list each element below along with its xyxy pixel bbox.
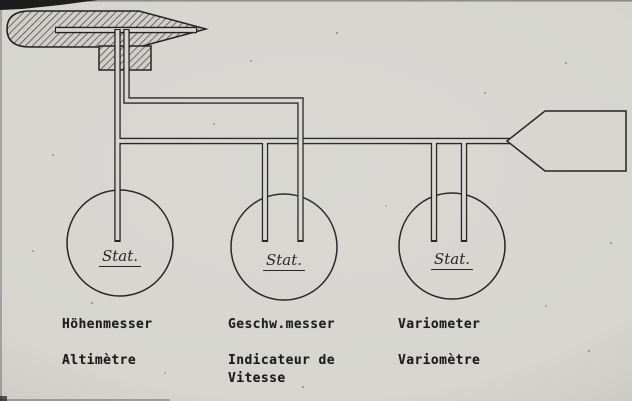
altimeter-label-de: Höhenmesser: [62, 317, 153, 332]
airspeed-label-de: Geschw.messer: [228, 317, 335, 332]
airspeed-dial: [230, 193, 338, 301]
pitot-pressure-line: [123, 29, 304, 242]
dust-specks: [32, 31, 613, 389]
variometer-static-label: Stat.: [430, 250, 474, 270]
variometer-dial: [398, 192, 506, 300]
variometer-label-de: Variometer: [398, 317, 481, 332]
capacity-flask: [505, 110, 627, 172]
altimeter-static-label: Stat.: [98, 247, 142, 267]
variometer-label-fr: Variomètre: [398, 353, 481, 368]
airspeed-static-label: Stat.: [262, 251, 306, 271]
airspeed-label-fr-line1: Indicateur de: [228, 353, 335, 368]
altimeter-label-fr: Altimètre: [62, 353, 137, 368]
airspeed-label-fr-line2: Vitesse: [228, 371, 286, 386]
static-pressure-line: [114, 29, 510, 242]
pitot-probe: [6, 10, 209, 71]
